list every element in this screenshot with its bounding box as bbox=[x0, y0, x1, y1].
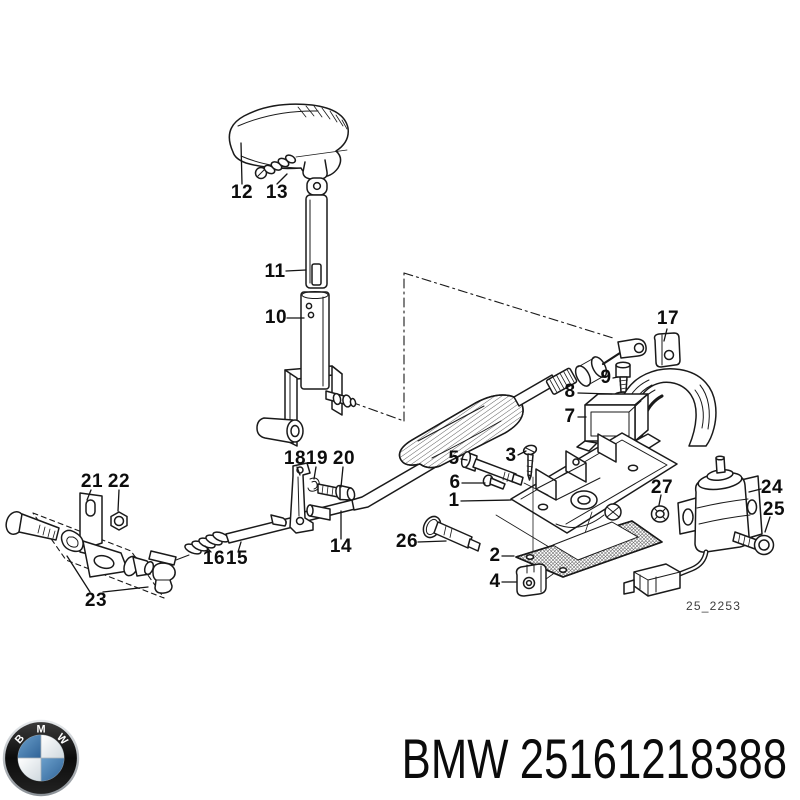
leader-line-18 bbox=[296, 466, 301, 476]
part-label-15: 15 bbox=[225, 548, 249, 569]
part-label-16: 16 bbox=[202, 548, 226, 569]
leader-line-19 bbox=[313, 466, 317, 480]
part-label-1: 1 bbox=[448, 490, 460, 511]
leader-line-22 bbox=[117, 489, 120, 512]
leader-line-23 bbox=[102, 586, 149, 593]
leader-line-11 bbox=[285, 269, 307, 272]
part-number: 25161218388 bbox=[519, 727, 787, 790]
logo-letter-m: M bbox=[36, 724, 45, 736]
insulation-pad bbox=[515, 520, 663, 578]
part-label-11: 11 bbox=[264, 261, 286, 282]
part-label-18: 18 bbox=[283, 448, 307, 469]
bmw-logo: B M W bbox=[2, 719, 80, 797]
grommet bbox=[650, 505, 670, 523]
shift-rod-upper bbox=[305, 177, 328, 289]
part-label-7: 7 bbox=[564, 406, 576, 427]
part-label-12: 12 bbox=[230, 182, 254, 203]
part-label-3: 3 bbox=[505, 445, 517, 466]
part-label-26: 26 bbox=[395, 531, 419, 552]
part-label-5: 5 bbox=[448, 448, 460, 469]
diagram-code: 25_2253 bbox=[686, 599, 742, 613]
cable-end bbox=[513, 338, 647, 407]
part-label-20: 20 bbox=[332, 448, 356, 469]
part-label-4: 4 bbox=[489, 571, 501, 592]
stop-bracket-kit bbox=[5, 492, 176, 599]
part-label-25: 25 bbox=[762, 499, 786, 520]
solenoid-bolt bbox=[732, 531, 775, 556]
part-label-2: 2 bbox=[489, 545, 501, 566]
leader-line-21 bbox=[86, 489, 92, 501]
leader-line-3 bbox=[517, 450, 527, 456]
part-label-6: 6 bbox=[449, 472, 461, 493]
leader-line-12 bbox=[240, 142, 243, 185]
part-label-21: 21 bbox=[80, 471, 104, 492]
leader-line-16 bbox=[204, 545, 212, 553]
leader-line-25 bbox=[764, 516, 771, 533]
leader-lines bbox=[66, 142, 771, 593]
mount-bolt bbox=[422, 515, 481, 552]
knob-screw bbox=[254, 149, 348, 180]
shift-rod-lower bbox=[300, 291, 330, 390]
cable-bracket bbox=[289, 462, 356, 534]
leader-line-9 bbox=[612, 376, 619, 379]
leader-line-13 bbox=[276, 173, 288, 185]
part-label-9: 9 bbox=[600, 367, 612, 388]
leader-line-8 bbox=[577, 392, 613, 395]
clamp-block bbox=[515, 563, 547, 597]
part-label-19: 19 bbox=[305, 448, 329, 469]
leader-line-17 bbox=[663, 328, 668, 342]
logo-quadrant-bottom-left bbox=[17, 758, 41, 782]
logo-quadrant-bottom-right bbox=[41, 758, 65, 782]
part-label-27: 27 bbox=[650, 477, 674, 498]
leader-line-26 bbox=[417, 540, 447, 543]
shift-knob bbox=[228, 103, 349, 180]
callout-wedge-lines bbox=[350, 272, 614, 422]
selector-cable bbox=[148, 514, 302, 566]
logo-cross-lines bbox=[17, 734, 65, 782]
part-label-13: 13 bbox=[265, 182, 289, 203]
part-label-23: 23 bbox=[84, 590, 108, 611]
logo-quadrant-top-left bbox=[17, 734, 41, 758]
part-label-8: 8 bbox=[564, 381, 576, 402]
brand-name: BMW bbox=[401, 727, 509, 790]
leader-line-24 bbox=[748, 488, 762, 493]
leader-line-15 bbox=[237, 541, 242, 553]
rod-boot bbox=[398, 394, 524, 469]
leader-line-5 bbox=[460, 458, 468, 461]
part-label-24: 24 bbox=[760, 477, 784, 498]
part-label-14: 14 bbox=[329, 536, 353, 557]
leader-line-20 bbox=[340, 466, 344, 488]
part-label-22: 22 bbox=[107, 471, 131, 492]
leader-line-23 bbox=[66, 555, 91, 593]
part-label-17: 17 bbox=[656, 308, 680, 329]
leader-line-1 bbox=[460, 499, 512, 502]
logo-quadrant-top-right bbox=[41, 734, 65, 758]
part-label-10: 10 bbox=[264, 307, 288, 328]
selector-rod bbox=[299, 452, 447, 523]
cable-clip bbox=[653, 332, 681, 368]
leader-line-27 bbox=[658, 494, 662, 506]
shifter-housing bbox=[510, 432, 678, 534]
support-bracket bbox=[576, 393, 661, 452]
